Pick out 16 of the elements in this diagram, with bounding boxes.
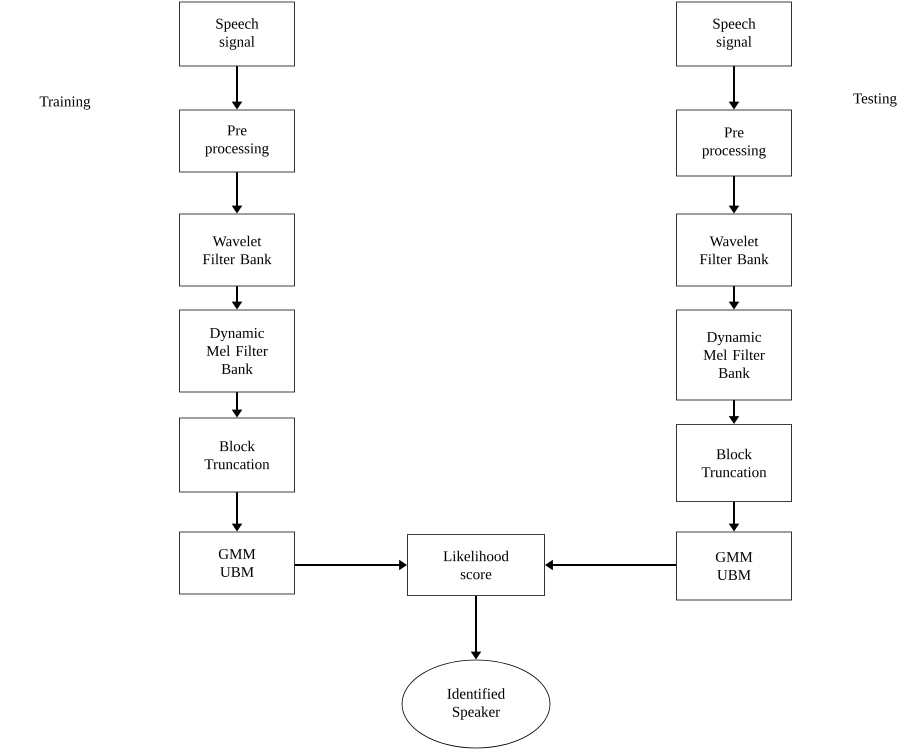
side-label: Training [40, 96, 90, 110]
process-box: Dynamic Mel Filter Bank [676, 310, 792, 400]
process-box: Pre processing [179, 110, 295, 172]
process-box: Speech signal [179, 2, 295, 66]
process-box: Block Truncation [179, 418, 295, 492]
process-box: Likelihood score [407, 534, 545, 596]
process-box: Dynamic Mel Filter Bank [179, 310, 295, 392]
process-box: Wavelet Filter Bank [676, 214, 792, 286]
process-box: Speech signal [676, 2, 792, 66]
side-label: Testing [853, 93, 897, 107]
process-box: GMM UBM [676, 532, 792, 600]
process-box: GMM UBM [179, 532, 295, 594]
process-box: Wavelet Filter Bank [179, 214, 295, 286]
process-box: Block Truncation [676, 424, 792, 502]
ellipse-node: Identified Speaker [402, 660, 550, 748]
process-box: Pre processing [676, 110, 792, 176]
